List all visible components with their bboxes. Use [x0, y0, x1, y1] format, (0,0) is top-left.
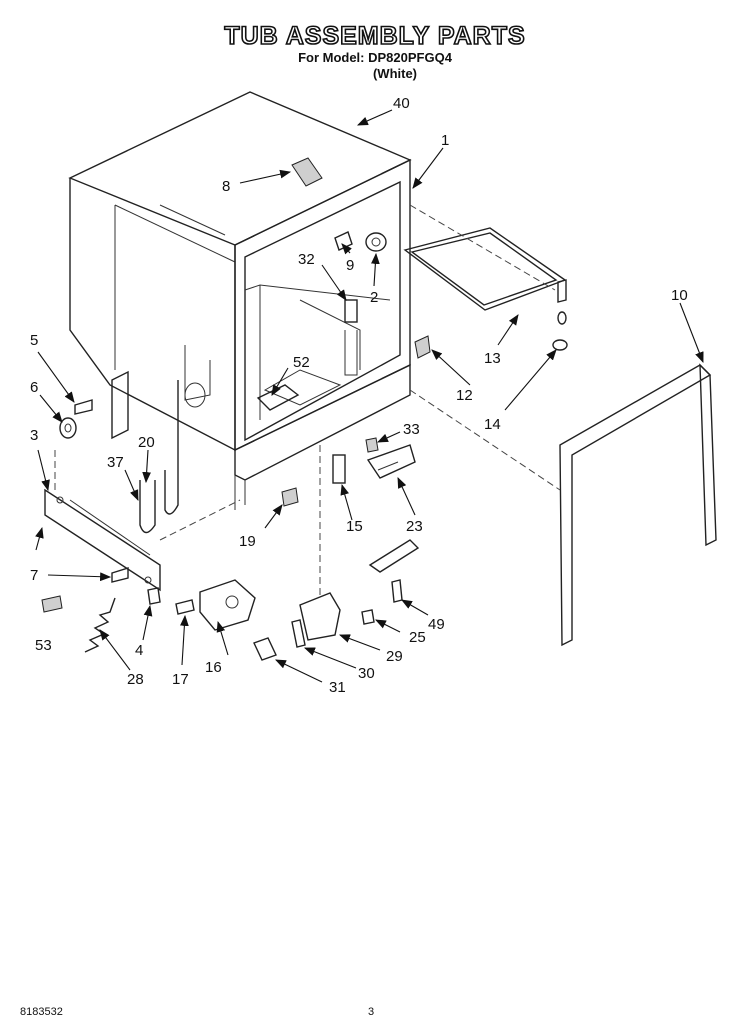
standoff-part-15 [332, 454, 346, 484]
valve-part-29 [299, 592, 341, 641]
label-29: 29 [386, 648, 403, 665]
label-49: 49 [428, 616, 445, 633]
label-23: 23 [406, 518, 423, 535]
label-1: 1 [441, 132, 449, 149]
latch-part-16 [199, 579, 256, 631]
lever-part-30 [291, 619, 306, 648]
label-40: 40 [393, 95, 410, 112]
label-19: 19 [239, 533, 256, 550]
bracket-part-49 [368, 539, 420, 573]
label-53: 53 [35, 637, 52, 654]
cover-part-31 [253, 637, 277, 661]
label-12: 12 [456, 387, 473, 404]
frame-part-10 [559, 363, 717, 647]
fitting-part-32 [344, 299, 358, 376]
label-15: 15 [346, 518, 363, 535]
label-6: 6 [30, 379, 38, 396]
grommet-part-19 [281, 487, 299, 507]
foot-part-4 [147, 587, 161, 605]
clamp-part-23 [366, 444, 416, 479]
screw-part-7 [111, 567, 129, 583]
pad-part-53 [41, 595, 63, 613]
label-37: 37 [107, 454, 124, 471]
label-7: 7 [30, 567, 38, 584]
washer-part-6 [59, 417, 77, 439]
clip-part-12 [414, 335, 431, 359]
label-25: 25 [409, 629, 426, 646]
label-3: 3 [30, 427, 38, 444]
part-labels: 40 1 8 9 2 32 52 12 13 14 10 33 23 15 19… [30, 95, 688, 696]
clip-part-8 [291, 157, 323, 187]
label-5: 5 [30, 332, 38, 349]
rack-rail-part-13 [403, 227, 567, 311]
drain-hose-parts [139, 380, 179, 534]
nut-part-2 [365, 232, 387, 252]
label-10: 10 [671, 287, 688, 304]
label-31: 31 [329, 679, 346, 696]
label-16: 16 [205, 659, 222, 676]
label-20: 20 [138, 434, 155, 451]
label-13: 13 [484, 350, 501, 367]
label-2: 2 [370, 289, 378, 306]
label-33: 33 [403, 421, 420, 438]
hinge-bar [44, 488, 161, 592]
bracket-part-52 [256, 384, 300, 411]
screw-part-5 [74, 399, 93, 415]
assembly-lines [54, 204, 561, 595]
spring-part-28 [84, 597, 116, 653]
tub-body [68, 91, 412, 510]
label-52: 52 [293, 354, 310, 371]
page-title: TUB ASSEMBLY PARTS [224, 21, 526, 51]
screw-part-9 [334, 231, 353, 251]
label-14: 14 [484, 416, 501, 433]
nut-part-33 [365, 437, 379, 453]
label-8: 8 [222, 178, 230, 195]
label-4: 4 [135, 642, 143, 659]
screw-part-17 [175, 599, 195, 615]
page-number: 3 [368, 1006, 375, 1018]
footer-code: 8183532 [20, 1006, 63, 1018]
color-line: (White) [372, 66, 418, 81]
model-line: For Model: DP820PFGQ4 [298, 50, 452, 65]
label-30: 30 [358, 665, 375, 682]
label-28: 28 [127, 671, 144, 688]
label-9: 9 [346, 257, 354, 274]
label-17: 17 [172, 671, 189, 688]
fitting-part-14 [552, 279, 568, 351]
screws-part-25 [361, 579, 403, 625]
label-32: 32 [298, 251, 315, 268]
leader-lines [35, 109, 704, 683]
